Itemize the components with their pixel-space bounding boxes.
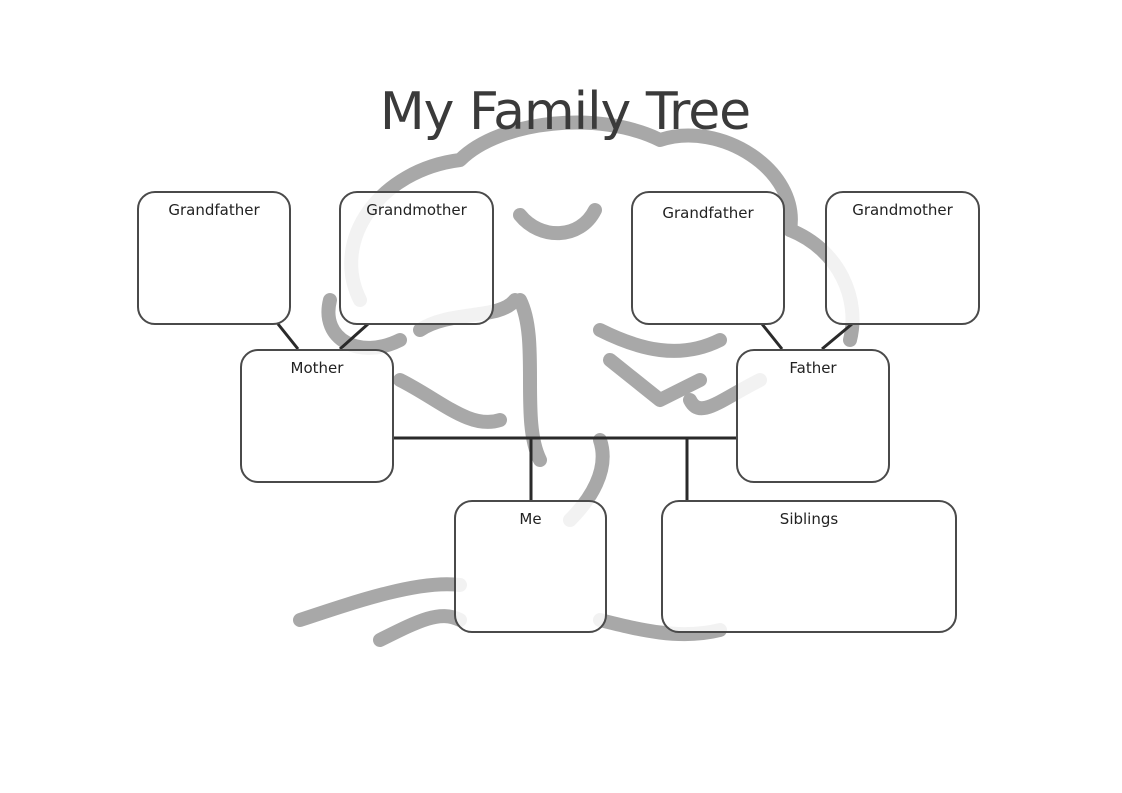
connector-mgm-mother bbox=[339, 322, 369, 351]
mother-box[interactable]: Mother bbox=[240, 349, 394, 483]
me-box[interactable]: Me bbox=[454, 500, 607, 633]
box-label: Grandfather bbox=[662, 204, 754, 222]
box-label: Siblings bbox=[779, 510, 839, 528]
box-label: Grandmother bbox=[852, 201, 953, 219]
page-title: My Family Tree bbox=[379, 82, 751, 142]
connector-pgf-father bbox=[760, 323, 784, 350]
box-label: Grandfather bbox=[168, 201, 260, 219]
box-label: Grandmother bbox=[366, 201, 467, 219]
maternal-grandfather-box[interactable]: Grandfather bbox=[137, 191, 291, 325]
paternal-grandfather-box[interactable]: Grandfather bbox=[631, 191, 785, 325]
maternal-grandmother-box[interactable]: Grandmother bbox=[339, 191, 494, 325]
siblings-box[interactable]: Siblings bbox=[661, 500, 957, 633]
box-label: Mother bbox=[290, 359, 344, 377]
connector-pgm-father bbox=[821, 322, 853, 351]
box-label: Father bbox=[789, 359, 837, 377]
paternal-grandmother-box[interactable]: Grandmother bbox=[825, 191, 980, 325]
father-box[interactable]: Father bbox=[736, 349, 890, 483]
connector-mgf-mother bbox=[276, 323, 300, 350]
box-label: Me bbox=[519, 510, 542, 528]
